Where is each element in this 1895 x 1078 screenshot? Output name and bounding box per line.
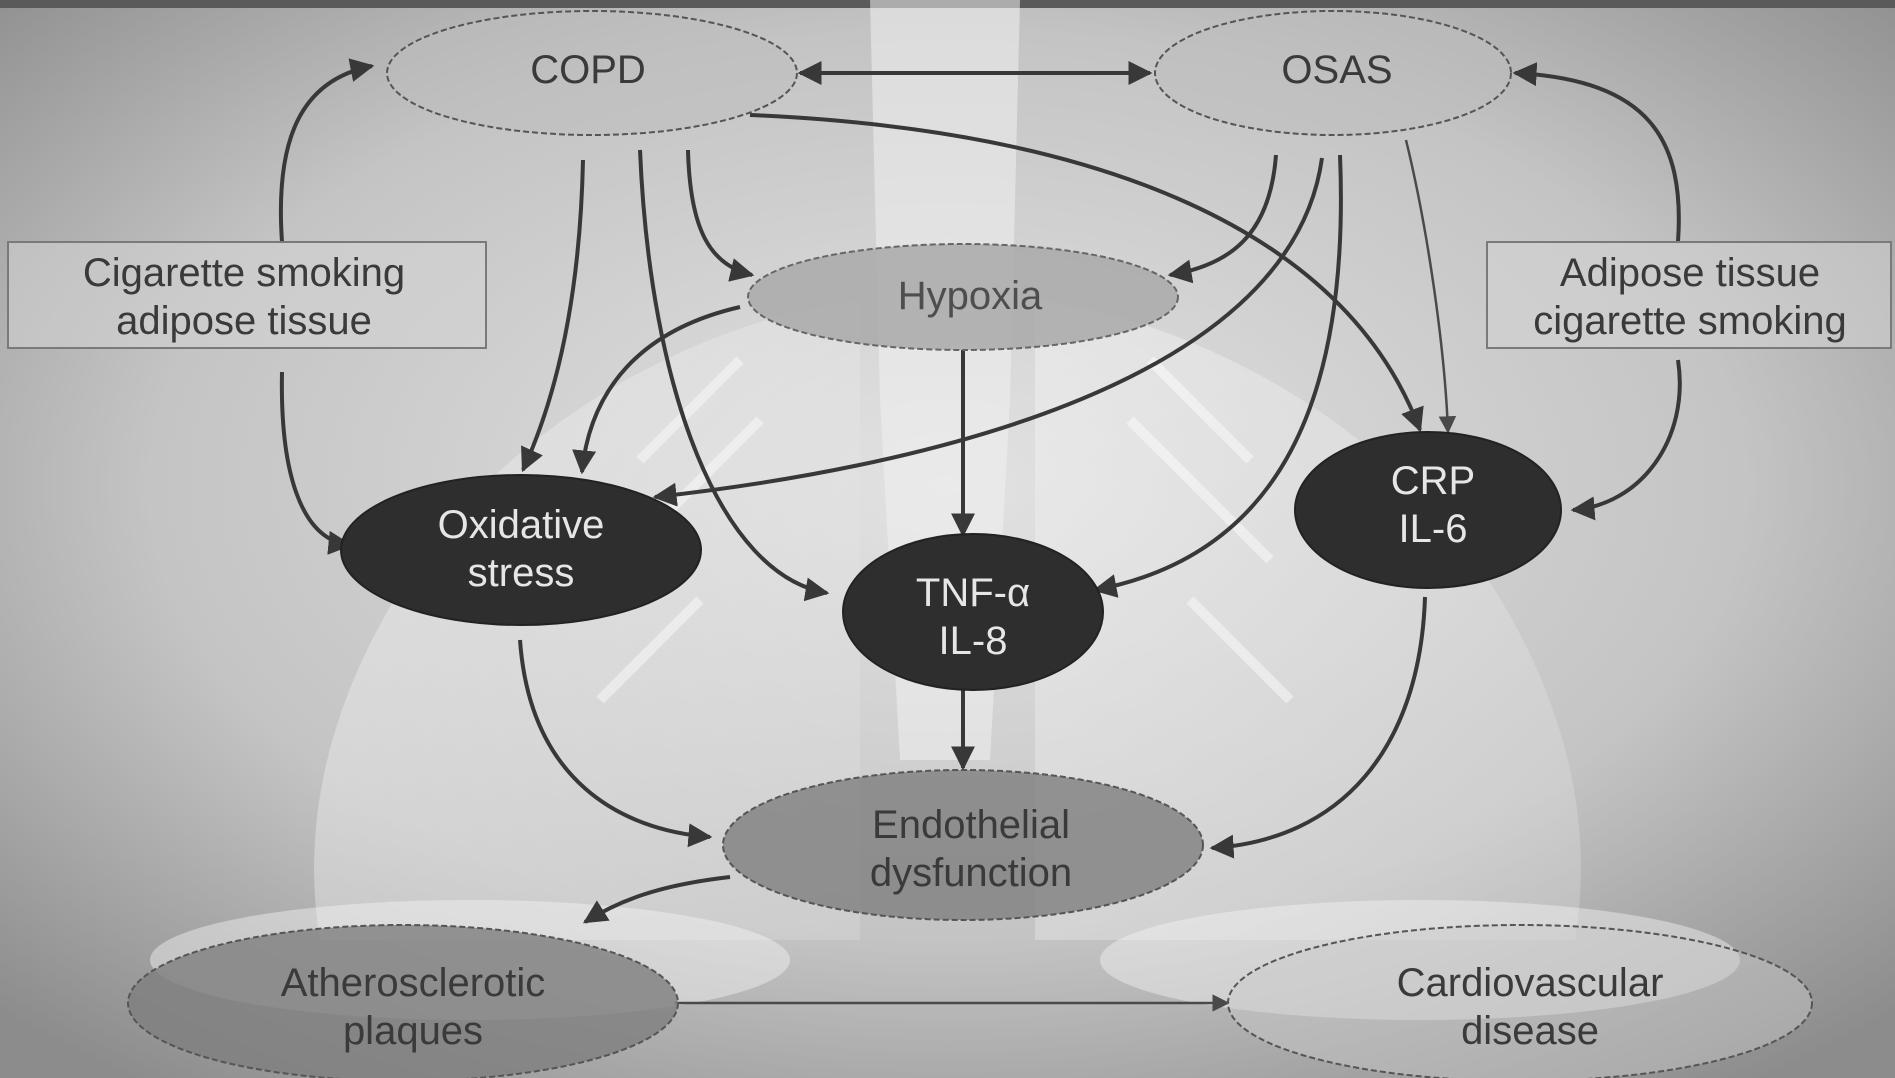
node-cardio-line1: Cardiovascular xyxy=(1397,961,1664,1005)
node-tnf-line1: TNF-α xyxy=(916,571,1030,615)
node-plaques-line2: plaques xyxy=(343,1009,483,1053)
node-osas-label: OSAS xyxy=(1281,48,1392,92)
node-copd-label: COPD xyxy=(530,48,646,92)
box-left-line1: Cigarette smoking xyxy=(83,251,405,295)
node-endothelial-dysfunction: Endothelial dysfunction xyxy=(723,770,1203,920)
node-endothelial-line2: dysfunction xyxy=(870,851,1072,895)
node-crp-il6: CRP IL-6 xyxy=(1295,432,1561,588)
node-cardio-line2: disease xyxy=(1461,1009,1599,1053)
node-plaques-line1: Atherosclerotic xyxy=(281,961,546,1005)
node-crp-line2: IL-6 xyxy=(1399,507,1468,551)
node-endothelial-line1: Endothelial xyxy=(872,803,1070,847)
node-tnf-il8: TNF-α IL-8 xyxy=(843,534,1103,690)
box-right-line2: cigarette smoking xyxy=(1533,299,1846,343)
node-tnf-line2: IL-8 xyxy=(939,619,1008,663)
box-right-risk-factors: Adipose tissue cigarette smoking xyxy=(1487,242,1891,348)
node-cardiovascular-disease: Cardiovascular disease xyxy=(1228,925,1812,1078)
node-hypoxia: Hypoxia xyxy=(748,244,1178,350)
box-left-risk-factors: Cigarette smoking adipose tissue xyxy=(8,242,486,348)
node-atherosclerotic-plaques: Atherosclerotic plaques xyxy=(128,925,678,1078)
node-oxidative-line2: stress xyxy=(468,551,575,595)
node-oxidative-stress: Oxidative stress xyxy=(341,475,701,625)
node-crp-line1: CRP xyxy=(1391,459,1475,503)
box-right-line1: Adipose tissue xyxy=(1560,251,1820,295)
node-hypoxia-label: Hypoxia xyxy=(898,274,1043,318)
node-copd: COPD xyxy=(387,11,797,135)
box-left-line2: adipose tissue xyxy=(116,299,372,343)
node-osas: OSAS xyxy=(1155,11,1511,135)
node-oxidative-line1: Oxidative xyxy=(438,503,605,547)
